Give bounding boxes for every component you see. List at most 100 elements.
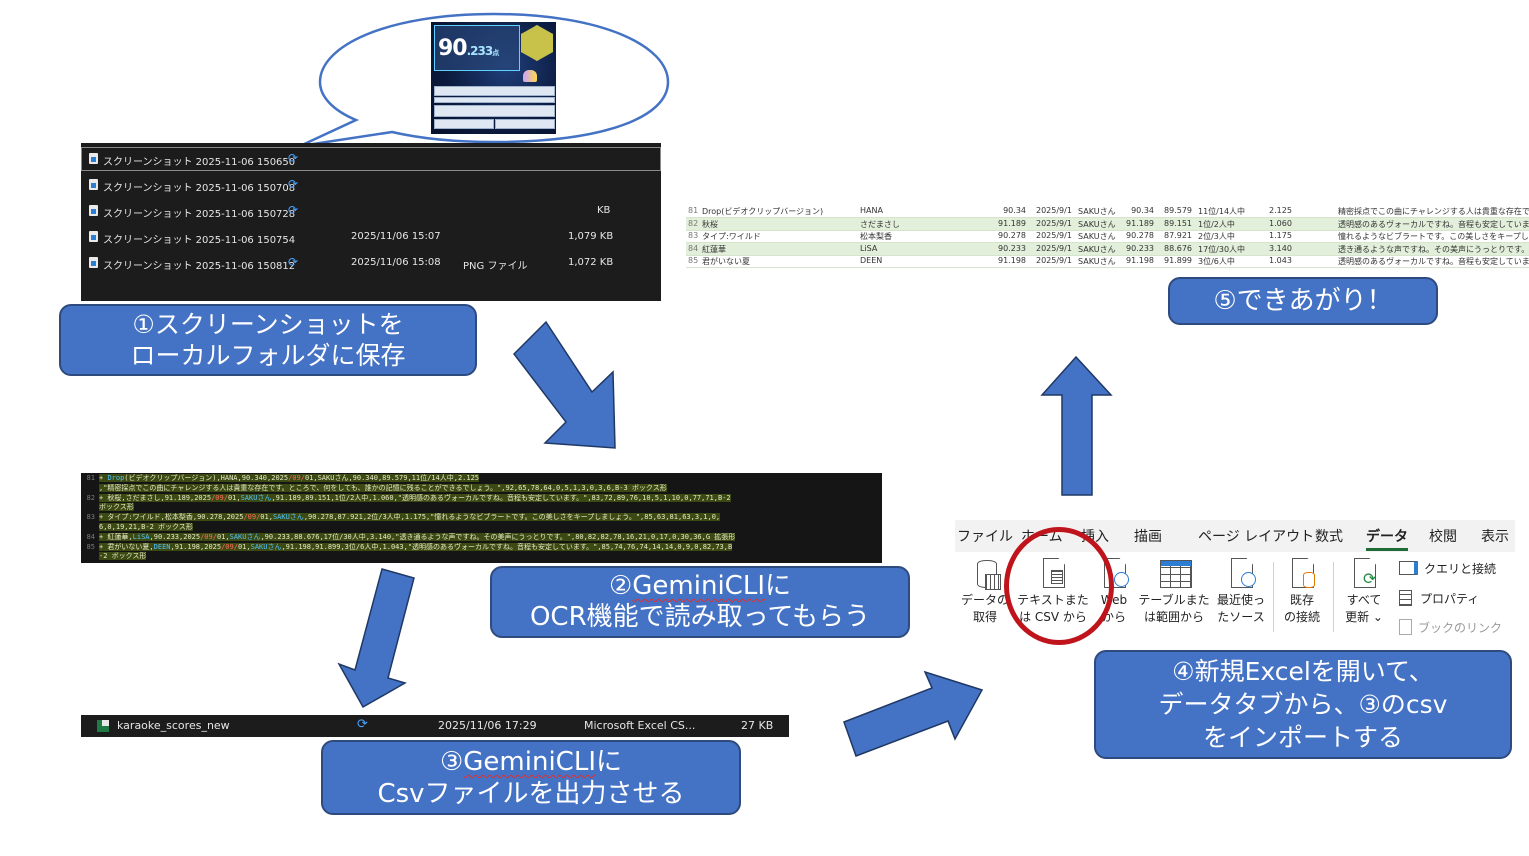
arrow-step2-to-step3 (337, 568, 415, 709)
file-size: 1,079 KB (568, 231, 614, 242)
spellcheck-underline-text: GeminiCLI (463, 747, 596, 777)
refresh-all-button[interactable]: ⟳ すべて 更新 ⌄ (1339, 558, 1389, 626)
syntax-highlight-blue: LiSA (132, 532, 150, 541)
queries-connections-button[interactable]: クエリと接続 (1399, 560, 1496, 577)
editor-line[interactable]: 82+ 秋桜,さだまさし,91.189,2025/09/01,SAKUさん,91… (81, 493, 731, 503)
callout-step4-line1: ④新規Excelを開いて、 (1172, 657, 1434, 686)
file-row[interactable]: スクリーンショット 2025-11-06 150754 2025/11/06 1… (81, 225, 661, 249)
sync-icon: ⟳ (288, 203, 299, 217)
cell-avg: 88.676 (1164, 243, 1192, 253)
editor-line[interactable]: ,"精密採点でこの曲にチャレンジする人は貴重な存在です。ところで、何をしても、誰… (81, 483, 667, 493)
callout-step3-line1: ③GeminiCLIに (439, 747, 623, 777)
line-text: -2 ボックス形 (99, 552, 147, 561)
get-data-button[interactable]: データの 取得 (959, 558, 1011, 626)
line-number: 81 (86, 474, 95, 482)
syntax-highlight-blue: SAKUさん (240, 493, 272, 502)
text-segment: ,91.198,2025 (170, 542, 222, 551)
text-segment: + タイプ:ワイルド,松本梨香,90.278,2025 (99, 513, 244, 522)
file-date: 2025/11/06 15:08 (351, 257, 441, 268)
tab-5[interactable]: 数式 (1315, 529, 1343, 545)
line-number: 83 (86, 513, 95, 522)
tab-4[interactable]: ページ レイアウト (1198, 529, 1315, 545)
file-type: Microsoft Excel CS... (584, 719, 696, 732)
cell-user: SAKUさん (1078, 232, 1116, 241)
editor-line[interactable]: -2 ボックス形 (81, 552, 147, 561)
file-date: 2025/11/06 15:07 (351, 231, 441, 242)
syntax-highlight-blue: SAKUさん (250, 542, 282, 551)
file-row[interactable]: スクリーンショット 2025-11-06 150728 ⟳ KB (81, 199, 661, 223)
text-segment: 01, (227, 493, 241, 502)
text-segment: + 君がいない夏, (99, 542, 154, 551)
recent-sources-button[interactable]: 最近使っ たソース (1213, 558, 1269, 626)
editor-line[interactable]: 85+ 君がいない夏,DEEN,91.198,2025/09/01,SAKUさん… (81, 542, 733, 552)
cell-artist: LiSA (860, 243, 878, 253)
recent-sources-label: たソース (1217, 610, 1265, 624)
callout-step2-line2: OCR機能で読み取ってもらう (529, 602, 871, 632)
csv-file-row[interactable]: karaoke_scores_new ⟳ 2025/11/06 17:29 Mi… (81, 715, 789, 737)
cell-score2: 91.189 (1126, 218, 1154, 228)
text-segment: + 秋桜,さだまさし,91.189,2025 (99, 493, 212, 502)
text-segment: ,"精密採点でこの曲にチャレンジする人は貴重な存在です。ところで、何をしても、誰… (99, 483, 667, 492)
file-row[interactable]: スクリーンショット 2025-11-06 150650 ⟳ (81, 147, 661, 171)
text-segment: 01,SAKUさん,90.340,89.579,11位/14人中,2.125 (304, 474, 480, 482)
callout-step4-line3: をインポートする (1202, 723, 1403, 752)
tab-0[interactable]: ファイル (957, 529, 1013, 545)
workbook-links-button[interactable]: ブックのリンク (1399, 619, 1502, 636)
syntax-highlight-red: /09/ (221, 542, 238, 551)
syntax-highlight-red: /09/ (288, 474, 305, 482)
stats-panel (495, 119, 555, 129)
callout-step5: ⑤できあがり！ (1168, 277, 1438, 325)
cell-rank: 1位/2人中 (1198, 219, 1235, 229)
text-segment: -2 ボックス形 (99, 552, 147, 561)
workbook-links-label: ブックのリンク (1418, 621, 1503, 635)
editor-line[interactable]: 6,0,19,21,B-2 ボックス形 (81, 523, 193, 532)
queries-panel-icon (1399, 561, 1418, 575)
file-name: スクリーンショット 2025-11-06 150728 (103, 209, 296, 220)
cell-score2: 90.278 (1126, 231, 1154, 240)
text-segment: ,90.278,87.921,2位/3人中,1.175,"憧れるようなビブラート… (303, 513, 721, 522)
heart-icon (523, 70, 537, 82)
file-size: 27 KB (741, 719, 774, 732)
file-row[interactable]: スクリーンショット 2025-11-06 150708 ⟳ (81, 173, 661, 197)
file-name: スクリーンショット 2025-11-06 150812 (103, 261, 296, 272)
cell-date: 2025/9/1 (1036, 218, 1072, 228)
line-text: + タイプ:ワイルド,松本梨香,90.278,2025/09/01,SAKUさん… (99, 513, 721, 522)
existing-connections-button[interactable]: 既存 の接続 (1279, 558, 1325, 626)
from-web-label: から (1101, 610, 1126, 624)
arrow-step4-to-step5 (1040, 355, 1113, 496)
line-text: 6,0,19,21,B-2 ボックス形 (99, 523, 193, 531)
tab-6[interactable]: データ (1366, 526, 1408, 551)
cell-artist: 松本梨香 (860, 232, 892, 241)
get-data-label: データの (960, 593, 1009, 607)
file-name: スクリーンショット 2025-11-06 150708 (103, 183, 296, 194)
cell-date: 2025/9/1 (1036, 256, 1072, 265)
editor-line[interactable]: 81+ Drop(ビデオクリップバージョン),HANA,90.340,2025/… (81, 474, 480, 483)
file-row[interactable]: スクリーンショット 2025-11-06 150812 ⟳ 2025/11/06… (81, 251, 661, 275)
ribbon-tabs: ファイルホーム挿入描画ページ レイアウト数式データ校閲表示 (955, 520, 1515, 552)
cell-diff: 2.125 (1269, 206, 1292, 215)
cell-avg: 87.921 (1164, 231, 1192, 240)
editor-line[interactable]: 83 + タイプ:ワイルド,松本梨香,90.278,2025/09/01,SAKU… (81, 513, 721, 522)
tab-8[interactable]: 表示 (1481, 529, 1509, 545)
line-text: ボックス形 (99, 503, 134, 512)
properties-button[interactable]: プロパティ (1399, 590, 1479, 607)
text-segment: 6,0,19,21,B-2 ボックス形 (99, 523, 193, 531)
cell-comment: 透明感のあるヴォーカルですね。音程も安定しています。 (1338, 219, 1529, 229)
from-table-range-button[interactable]: テーブルまた は範囲から (1137, 558, 1211, 626)
cell-user: SAKUさん (1078, 219, 1116, 229)
editor-line[interactable]: ボックス形 (81, 503, 134, 512)
image-file-icon (89, 205, 98, 216)
editor-line[interactable]: 84+ 紅蓮華,LiSA,90.233,2025/09/01,SAKUさん,90… (81, 532, 736, 542)
tab-7[interactable]: 校閲 (1429, 529, 1457, 545)
file-name: スクリーンショット 2025-11-06 150754 (103, 235, 296, 246)
recent-clock-icon (1227, 558, 1256, 590)
file-size: KB (597, 205, 611, 216)
refresh-icon: ⟳ (1350, 558, 1378, 590)
tab-3[interactable]: 描画 (1134, 529, 1162, 545)
cell-score2: 90.233 (1126, 243, 1154, 253)
